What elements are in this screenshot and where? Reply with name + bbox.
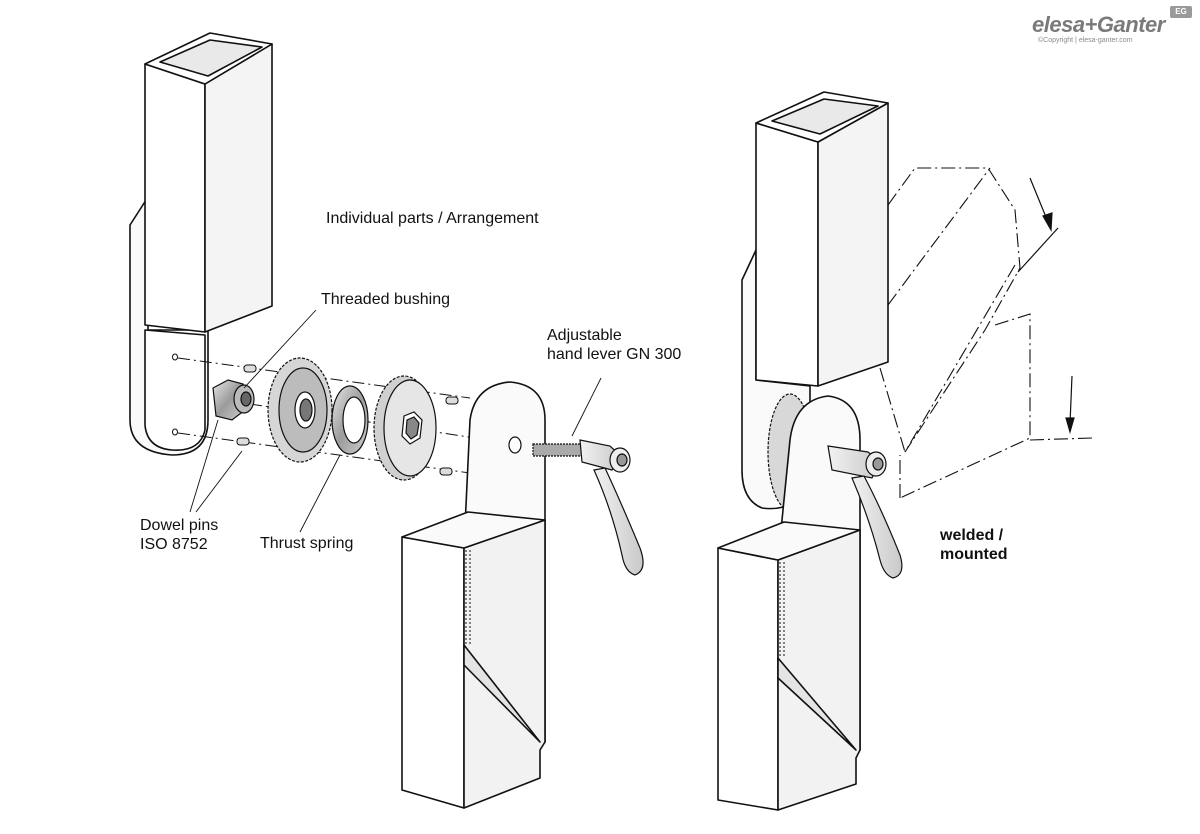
label-welded-line1: welded / bbox=[940, 527, 1004, 544]
left-plate-holes bbox=[172, 353, 178, 436]
right-weld-seam bbox=[779, 562, 785, 658]
label-lever-line1: Adjustable bbox=[547, 327, 622, 344]
crown-gear-left bbox=[267, 357, 333, 463]
right-upper-tube bbox=[741, 91, 889, 510]
right-lower-block bbox=[717, 395, 861, 811]
threaded-bushing-part bbox=[212, 379, 255, 421]
label-lever-line2: hand lever GN 300 bbox=[547, 346, 682, 363]
logo-badge: EG bbox=[1170, 6, 1192, 18]
label-thrust-spring: Thrust spring bbox=[260, 535, 354, 552]
thrust-spring-part bbox=[331, 385, 369, 455]
crown-gear-right bbox=[373, 375, 437, 481]
label-dowel-line2: ISO 8752 bbox=[140, 536, 208, 553]
diagram-title: Individual parts / Arrangement bbox=[326, 210, 539, 227]
leader-lines bbox=[189, 309, 602, 533]
hand-lever-left bbox=[532, 439, 644, 576]
left-plate-hole bbox=[508, 436, 522, 454]
left-lower-block bbox=[401, 381, 546, 809]
motion-arrows bbox=[1017, 177, 1075, 435]
hand-lever-right bbox=[827, 445, 903, 579]
logo-wordmark: elesa+Ganter bbox=[1032, 12, 1165, 37]
label-dowel-line1: Dowel pins bbox=[140, 517, 219, 534]
logo-copyright: ©Copyright | elesa-ganter.com bbox=[1038, 37, 1133, 44]
label-threaded-bushing: Threaded bushing bbox=[321, 291, 450, 308]
left-upper-tube bbox=[129, 32, 273, 456]
label-welded-line2: mounted bbox=[940, 546, 1008, 563]
dowel-pin-parts bbox=[236, 364, 459, 476]
phantom-positions bbox=[879, 167, 1093, 499]
elesa-ganter-logo: elesa+Ganter ©Copyright | elesa-ganter.c… bbox=[1032, 6, 1198, 52]
